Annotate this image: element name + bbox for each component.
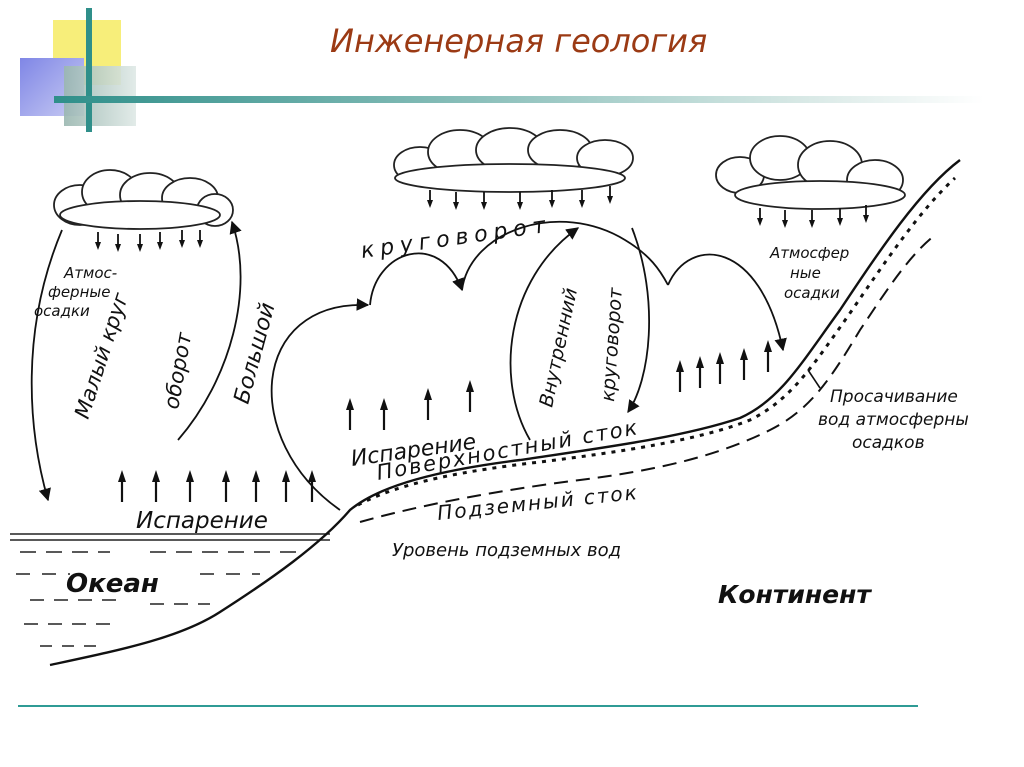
- big-cycle-arrow-up: [270, 298, 370, 511]
- label-continent: Континент: [718, 580, 872, 609]
- label-big-cycle-2: круговорот: [359, 212, 553, 263]
- label-precip-left-2: ферные: [48, 283, 110, 301]
- evaporation-arrows-ocean: [116, 468, 318, 504]
- label-inner-cycle-2: круговорот: [597, 286, 627, 402]
- seepage-pointer: [807, 369, 821, 389]
- small-cycle-arrow-up: [177, 220, 242, 441]
- land-profile: [49, 159, 961, 667]
- cloud-icon: [715, 135, 906, 210]
- big-cycle-arrow-loop3: [667, 253, 787, 352]
- label-seepage-2: вод атмосферны: [818, 410, 969, 430]
- label-precip-right-2: ные: [790, 264, 821, 282]
- rain-arrows-left: [94, 229, 204, 253]
- cloud-icon: [393, 127, 634, 193]
- label-precip-left-1: Атмос-: [63, 264, 117, 282]
- label-inner-cycle-1: Внутренний: [535, 286, 582, 409]
- decor-vertical-line: [86, 8, 92, 132]
- small-cycle-arrow-down: [30, 229, 63, 502]
- label-seepage-3: осадков: [852, 433, 925, 453]
- slide-title: Инженерная геология: [330, 22, 708, 60]
- label-small-cycle-2: оборот: [159, 330, 196, 411]
- surface-hatch: [357, 176, 957, 507]
- big-cycle-arrow-loop1: [369, 252, 464, 306]
- groundwater-line: [359, 234, 936, 523]
- label-precip-right-3: осадки: [784, 284, 840, 302]
- label-seepage-1: Просачивание: [830, 387, 958, 407]
- inner-cycle-arrow-up: [509, 227, 580, 441]
- cloud-icon: [53, 169, 234, 230]
- label-ocean: Океан: [66, 569, 159, 599]
- inner-cycle-arrow-down: [627, 227, 650, 414]
- decor-title-underline: [54, 96, 984, 103]
- bottom-divider: [18, 705, 918, 707]
- ocean-water: [10, 533, 330, 647]
- label-groundwater-level: Уровень подземных вод: [392, 540, 621, 561]
- label-evaporation-sea: Испарение: [136, 508, 268, 534]
- big-cycle-arrow-loop2: [461, 220, 669, 291]
- label-precip-right-1: Атмосфер: [769, 244, 849, 262]
- label-precip-left-3: осадки: [34, 302, 90, 320]
